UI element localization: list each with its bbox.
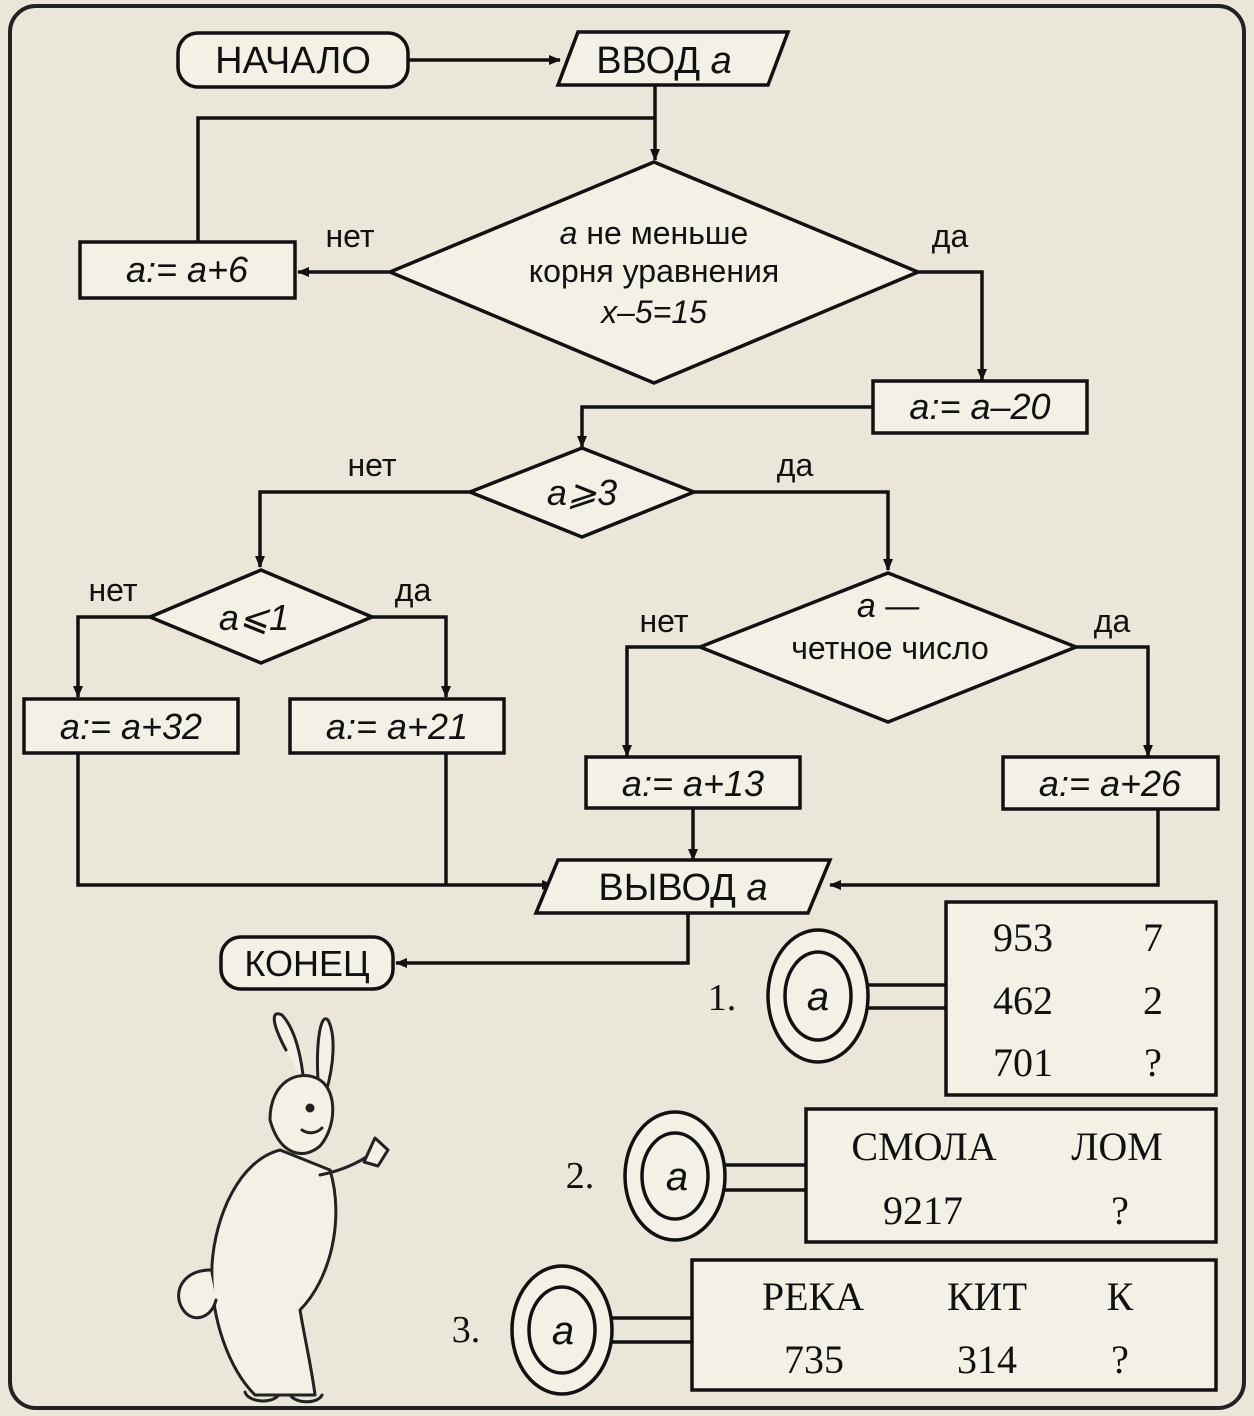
puzzle-3-cell: 314 <box>957 1337 1017 1382</box>
input-label: ВВОД a <box>596 40 732 82</box>
puzzle-3-cell: 735 <box>784 1337 844 1382</box>
arrow-cond2-yes <box>694 492 888 570</box>
arrow-cond1-yes <box>918 272 982 380</box>
arrow-cond3-no <box>78 617 150 697</box>
end-label: КОНЕЦ <box>244 943 369 984</box>
add32-label: a:= a+32 <box>60 706 202 747</box>
condition-root-line2: корня уравнения <box>529 253 779 289</box>
sub20-label: a:= a–20 <box>909 386 1050 427</box>
puzzle-1-cell: 2 <box>1143 978 1163 1023</box>
puzzle-2-number: 2. <box>566 1155 595 1197</box>
arrow-cond4-yes <box>1076 647 1148 756</box>
puzzle-3-cell: К <box>1107 1274 1134 1319</box>
puzzle-1-cell: 953 <box>993 915 1053 960</box>
puzzle-2: a 2. СМОЛА ЛОМ 9217 ? <box>566 1109 1216 1242</box>
arrow-output-to-end <box>396 912 688 963</box>
condition-root-line3: x–5=15 <box>599 294 707 330</box>
puzzle-2-cell: ЛОМ <box>1071 1124 1163 1169</box>
puzzle-1-cell: ? <box>1144 1040 1162 1085</box>
puzzle-3-cell: ? <box>1111 1337 1129 1382</box>
puzzle-1-key-shaft <box>862 985 946 1008</box>
add13-label: a:= a+13 <box>622 763 764 804</box>
start-label: НАЧАЛО <box>215 40 371 82</box>
label-no-le1: нет <box>88 572 137 608</box>
output-label: ВЫВОД a <box>598 867 767 909</box>
label-yes-root: да <box>932 218 969 254</box>
puzzle-3-cell: РЕКА <box>762 1274 864 1319</box>
condition-root-line1: a не меньше <box>560 215 749 251</box>
puzzle-1: a 1. 953 7 462 2 701 ? <box>708 902 1216 1095</box>
puzzle-2-cell: СМОЛА <box>851 1124 996 1169</box>
condition-even-line1: a — <box>857 587 919 625</box>
puzzle-3-key-shaft <box>608 1318 692 1342</box>
label-yes-even: да <box>1094 603 1131 639</box>
label-no-root: нет <box>325 218 374 254</box>
arrow-sub20-to-cond2 <box>582 407 872 447</box>
arrow-cond3-yes <box>372 617 446 697</box>
add21-label: a:= a+21 <box>326 706 468 747</box>
condition-ge3-label: a⩾3 <box>547 472 617 513</box>
condition-even-line2: четное число <box>791 630 989 666</box>
puzzle-2-cell: 9217 <box>883 1188 963 1233</box>
arrow-cond2-no <box>260 492 470 567</box>
puzzle-3-key-letter: a <box>552 1309 574 1353</box>
puzzle-1-cell: 462 <box>993 978 1053 1023</box>
arrow-add32-to-output <box>78 752 553 885</box>
puzzle-1-panel <box>946 902 1216 1095</box>
puzzle-3-cell: КИТ <box>947 1274 1027 1319</box>
puzzle-1-key-letter: a <box>807 975 829 1019</box>
label-yes-le1: да <box>395 572 432 608</box>
add6-label: a:= a+6 <box>126 249 249 290</box>
puzzle-3-number: 3. <box>452 1309 481 1351</box>
arrow-add26-to-output <box>830 808 1158 885</box>
puzzle-2-key-letter: a <box>666 1155 688 1199</box>
hare-illustration <box>179 1014 388 1402</box>
condition-le1-label: a⩽1 <box>219 597 289 638</box>
label-no-ge3: нет <box>347 447 396 483</box>
arrow-cond4-no <box>627 647 700 756</box>
puzzle-1-number: 1. <box>708 977 737 1019</box>
puzzle-2-cell: ? <box>1111 1188 1129 1233</box>
puzzle-2-key-shaft <box>722 1165 806 1190</box>
add26-label: a:= a+26 <box>1039 763 1182 804</box>
puzzle-3: a 3. РЕКА КИТ К 735 314 ? <box>452 1260 1216 1394</box>
label-yes-ge3: да <box>777 447 814 483</box>
label-no-even: нет <box>639 603 688 639</box>
puzzle-1-cell: 7 <box>1143 915 1163 960</box>
puzzle-1-cell: 701 <box>993 1040 1053 1085</box>
